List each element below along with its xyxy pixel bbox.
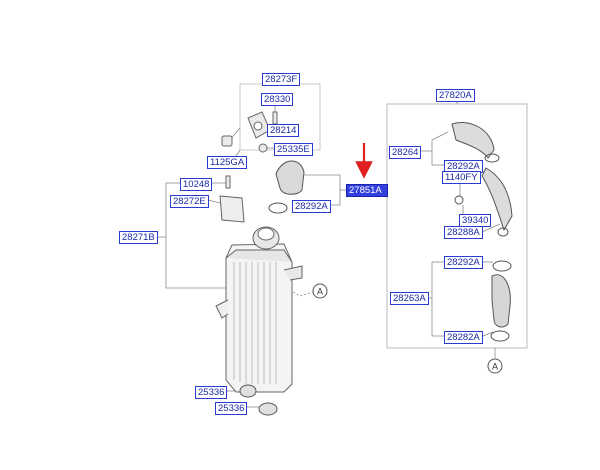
intake-hose (268, 160, 305, 214)
callout-a-right-text: A (492, 362, 498, 372)
part-label-28264[interactable]: 28264 (389, 146, 422, 159)
part-label-27820a[interactable]: 27820A (436, 89, 475, 102)
intercooler (215, 226, 303, 393)
grommets (239, 384, 278, 416)
part-label-28271b[interactable]: 28271B (119, 231, 158, 244)
part-label-28330[interactable]: 28330 (261, 93, 294, 106)
mount-bracket (221, 111, 278, 153)
part-label-27851a-selected[interactable]: 27851A (346, 184, 388, 197)
part-label-1125ga[interactable]: 1125GA (207, 156, 248, 169)
part-label-28272e[interactable]: 28272E (170, 195, 209, 208)
part-label-28282a[interactable]: 28282A (444, 331, 483, 344)
part-label-28288a[interactable]: 28288A (444, 226, 483, 239)
lower-hose (490, 260, 512, 342)
part-label-25336-lower[interactable]: 25336 (215, 402, 248, 415)
part-label-28263a[interactable]: 28263A (390, 292, 429, 305)
part-label-28214[interactable]: 28214 (267, 124, 300, 137)
upper-pipe (451, 122, 513, 237)
part-label-1140fy[interactable]: 1140FY (442, 171, 481, 184)
callout-a-left-text: A (317, 287, 323, 297)
part-label-28292a-mid[interactable]: 28292A (292, 200, 331, 213)
part-label-25336-upper[interactable]: 25336 (195, 386, 228, 399)
part-label-28273f[interactable]: 28273F (262, 73, 301, 86)
callout-a-right[interactable] (487, 358, 503, 374)
part-label-28292a-right-upper[interactable]: 28292A (444, 160, 483, 173)
part-label-10248[interactable]: 10248 (180, 178, 213, 191)
callout-a-left[interactable] (312, 283, 328, 299)
part-label-28292a-right-lower[interactable]: 28292A (444, 256, 483, 269)
part-label-25335e[interactable]: 25335E (274, 143, 313, 156)
heat-shield-plate (219, 175, 245, 223)
